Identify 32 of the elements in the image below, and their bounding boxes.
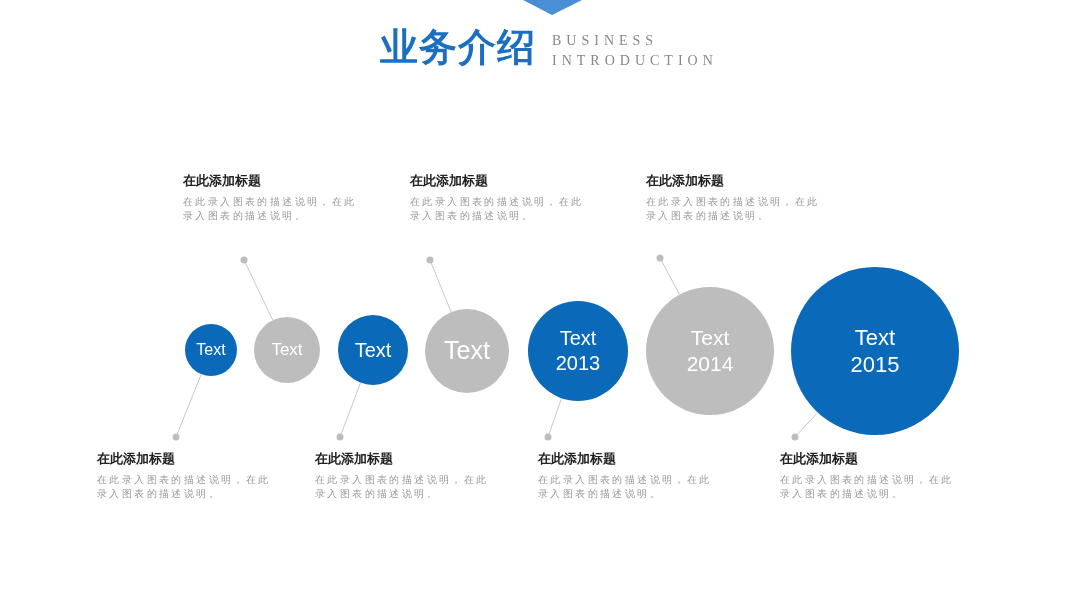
item-description: 在此录入图表的描述说明，在此录入图表的描述说明。 (315, 473, 490, 501)
subtitle-text: BUSINESS (552, 33, 659, 49)
item-heading: 在此添加标题 (646, 172, 724, 190)
circle-label: Text (354, 337, 392, 363)
item-heading: 在此添加标题 (410, 172, 488, 190)
leader-line (240, 256, 274, 321)
circle-label: Text 2013 (554, 326, 602, 376)
item-description: 在此录入图表的描述说明，在此录入图表的描述说明。 (97, 473, 272, 501)
subtitle-text: INTRODUCTION (552, 53, 718, 69)
item-heading: 在此添加标题 (315, 450, 393, 468)
circle-label: Text 2014 (685, 324, 735, 377)
item-heading: 在此添加标题 (780, 450, 858, 468)
leader-line (656, 254, 681, 296)
leader-line (791, 412, 819, 441)
circle-label: Text (271, 339, 303, 361)
leader-line (426, 256, 452, 313)
timeline-circle (185, 324, 237, 376)
item-description: 在此录入图表的描述说明，在此录入图表的描述说明。 (780, 473, 955, 501)
item-heading: 在此添加标题 (97, 450, 175, 468)
item-heading: 在此添加标题 (183, 172, 261, 190)
item-description: 在此录入图表的描述说明，在此录入图表的描述说明。 (183, 195, 358, 223)
leader-line (172, 373, 202, 441)
item-heading: 在此添加标题 (538, 450, 616, 468)
leader-line (336, 382, 362, 441)
circle-label: Text 2015 (849, 323, 901, 379)
item-description: 在此录入图表的描述说明，在此录入图表的描述说明。 (538, 473, 713, 501)
circle-label: Text (196, 340, 226, 360)
title: 业务介绍 (380, 24, 536, 70)
circle-label: Text (444, 335, 490, 367)
leader-line (544, 397, 563, 441)
item-description: 在此录入图表的描述说明，在此录入图表的描述说明。 (646, 195, 821, 223)
item-description: 在此录入图表的描述说明，在此录入图表的描述说明。 (410, 195, 585, 223)
